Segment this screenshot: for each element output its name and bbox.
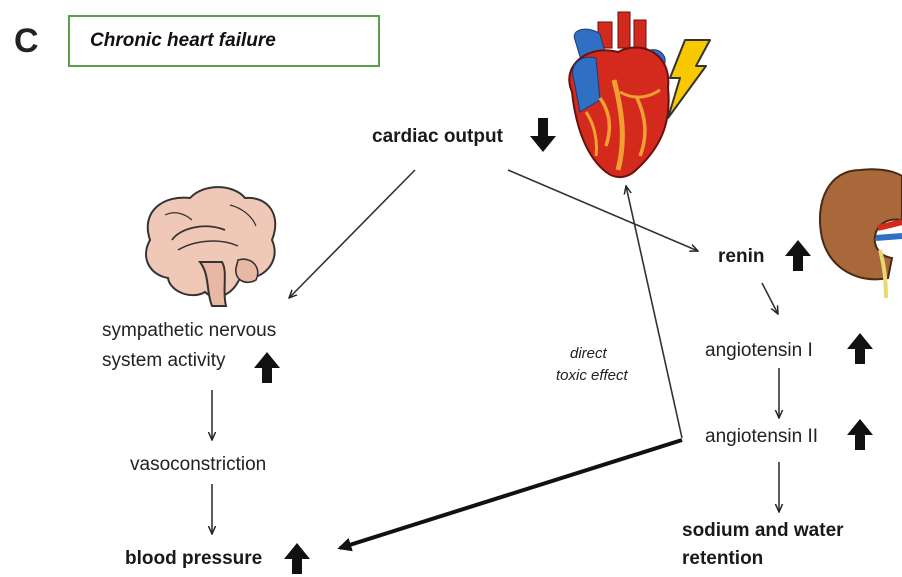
blood-pressure-label: blood pressure <box>125 546 262 572</box>
arrow-angiotensin2-to-heart <box>626 186 682 438</box>
vasoconstriction-label: vasoconstriction <box>130 452 266 478</box>
edge-label-line2: toxic effect <box>556 366 628 386</box>
sympathetic-label-line2: system activity <box>102 348 226 374</box>
edge-label-line1: direct <box>570 344 607 364</box>
renin-label: renin <box>718 244 764 270</box>
angiotensin1-label: angiotensin I <box>705 338 813 364</box>
sympathetic-label-line1: sympathetic nervous <box>102 318 276 344</box>
blood-pressure-up-arrow <box>284 543 310 574</box>
renin-up-arrow <box>785 240 811 271</box>
brain-icon <box>146 187 275 306</box>
cardiac-output-label: cardiac output <box>372 124 503 150</box>
heart-icon <box>569 12 668 177</box>
cardiac-output-down-arrow <box>530 118 556 152</box>
lightning-bolt-icon <box>668 40 710 118</box>
arrow-angiotensin2-to-blood-pressure <box>340 440 682 548</box>
sodium-label-line2: retention <box>682 546 763 572</box>
arrow-cardiac-to-renin <box>508 170 698 251</box>
arrow-cardiac-to-sympathetic <box>289 170 415 298</box>
sympathetic-up-arrow <box>254 352 280 383</box>
angiotensin2-label: angiotensin II <box>705 424 818 450</box>
angiotensin2-up-arrow <box>847 419 873 450</box>
arrow-renin-to-angiotensin1 <box>762 283 778 314</box>
sodium-label-line1: sodium and water <box>682 518 844 544</box>
kidney-icon <box>820 169 902 298</box>
angiotensin1-up-arrow <box>847 333 873 364</box>
